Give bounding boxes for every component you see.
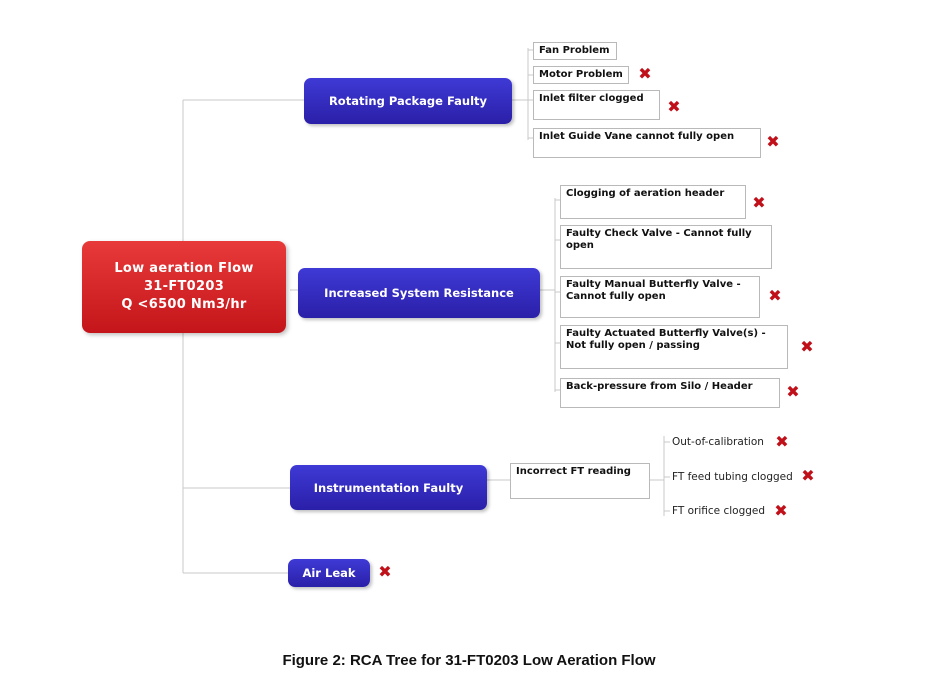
- branch-label: Increased System Resistance: [324, 286, 514, 300]
- cause-aeration-header: Clogging of aeration header: [560, 185, 746, 219]
- branch-label: Air Leak: [302, 566, 356, 580]
- subcause-ft-orifice: FT orifice clogged: [672, 505, 766, 517]
- red-x-icon: ✖: [667, 97, 681, 116]
- red-x-icon: ✖: [752, 193, 766, 212]
- red-x-icon: ✖: [638, 64, 652, 83]
- red-x-icon: ✖: [775, 432, 789, 451]
- cause-motor-problem: Motor Problem: [533, 66, 629, 84]
- cause-incorrect-ft-reading: Incorrect FT reading: [510, 463, 650, 499]
- subcause-ft-feed-tubing: FT feed tubing clogged: [672, 471, 793, 483]
- cause-actuated-butterfly-valve: Faulty Actuated Butterfly Valve(s) - Not…: [560, 325, 788, 369]
- cause-fan-problem: Fan Problem: [533, 42, 617, 60]
- branch-label: Rotating Package Faulty: [328, 94, 488, 108]
- cause-inlet-guide-vane: Inlet Guide Vane cannot fully open: [533, 128, 761, 158]
- branch-rotating-package: Rotating Package Faulty: [304, 78, 512, 124]
- root-title: Low aeration Flow: [114, 261, 254, 276]
- figure-caption: Figure 2: RCA Tree for 31-FT0203 Low Aer…: [282, 652, 656, 669]
- red-x-icon: ✖: [786, 382, 800, 401]
- root-condition: Q <6500 Nm3/hr: [121, 297, 247, 312]
- red-x-icon: ✖: [378, 562, 392, 581]
- subcause-out-of-calibration: Out-of-calibration: [672, 436, 764, 448]
- cause-inlet-filter: Inlet filter clogged: [533, 90, 660, 120]
- cause-manual-butterfly-valve: Faulty Manual Butterfly Valve - Cannot f…: [560, 276, 760, 318]
- branch-instrumentation: Instrumentation Faulty: [290, 465, 487, 510]
- red-x-icon: ✖: [774, 501, 788, 520]
- root-tag: 31-FT0203: [143, 279, 225, 294]
- red-x-icon: ✖: [766, 132, 780, 151]
- branch-increased-resistance: Increased System Resistance: [298, 268, 540, 318]
- red-x-icon: ✖: [768, 286, 782, 305]
- branch-air-leak: Air Leak: [288, 559, 370, 587]
- red-x-icon: ✖: [800, 337, 814, 356]
- root-problem-node: Low aeration Flow 31-FT0203 Q <6500 Nm3/…: [82, 241, 286, 333]
- red-x-icon: ✖: [801, 466, 815, 485]
- cause-back-pressure: Back-pressure from Silo / Header: [560, 378, 780, 408]
- cause-check-valve: Faulty Check Valve - Cannot fully open: [560, 225, 772, 269]
- branch-label: Instrumentation Faulty: [313, 480, 464, 495]
